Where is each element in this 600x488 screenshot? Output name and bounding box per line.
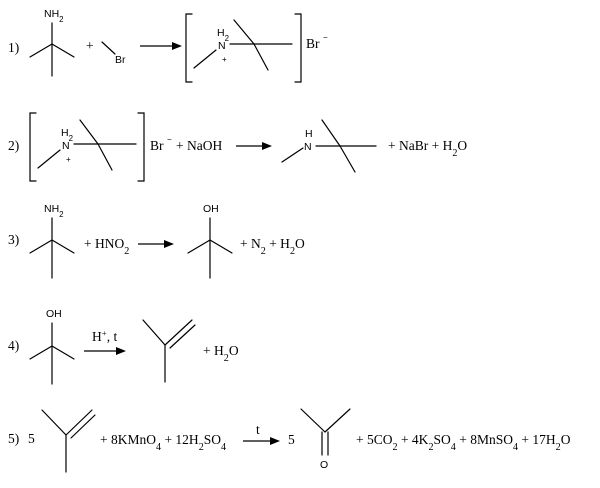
reaction-4: 4) OH H+, t + H2O	[8, 308, 239, 385]
r3-tert-butanol: OH	[187, 203, 233, 279]
reaction-4-number: 4)	[8, 338, 19, 353]
r4-oh-label: OH	[46, 308, 62, 320]
r5-byproducts: + 5CO2 + 4K2SO4 + 8MnSO4 + 17H2O	[356, 432, 571, 453]
r2-product-h: H	[305, 128, 313, 140]
reaction-1-number: 1)	[8, 40, 19, 55]
r2-naoh: + NaOH	[176, 138, 222, 153]
r1-plus: +	[86, 38, 94, 53]
reaction-2-number: 2)	[8, 138, 19, 153]
r2-byproducts: + NaBr + H2O	[388, 138, 467, 159]
reaction-3-number: 3)	[8, 232, 19, 247]
r4-arrow	[84, 347, 126, 355]
r3-byproducts: + N2 + H2O	[240, 236, 305, 257]
r1-methyl-bromide: Br	[101, 41, 126, 66]
reaction-5: 5) 5 + 8KMnO4 + 12H2SO4 t 5 O + 5CO2 + 4…	[8, 408, 571, 473]
r3-nh2-label: NH2	[44, 203, 64, 219]
r5-arrow	[243, 437, 280, 445]
r1-plus-charge: +	[222, 55, 227, 64]
reaction-5-number: 5)	[8, 431, 19, 446]
r2-secondary-amine: N H	[281, 119, 377, 173]
r3-hno2: + HNO2	[84, 236, 129, 257]
r2-bromide-charge: −	[167, 135, 172, 144]
r1-arrow	[140, 42, 182, 50]
r2-product-n: N	[304, 141, 312, 153]
r1-tert-butylamine: NH2	[29, 8, 75, 77]
r1-n-label: N	[218, 40, 226, 52]
r3-oh-label: OH	[203, 203, 219, 215]
r1-nh2-label: NH2	[44, 8, 64, 24]
r5-o-label: O	[320, 459, 328, 471]
r1-ammonium-product: N H2 + Br −	[185, 13, 328, 83]
r2-bromide-ion: Br	[150, 138, 164, 153]
r1-br-label: Br	[115, 54, 126, 66]
r5-product-coefficient: 5	[288, 432, 295, 447]
r5-reagents: + 8KMnO4 + 12H2SO4	[100, 432, 226, 453]
r1-bromide-ion: Br	[306, 36, 320, 51]
r1-bromide-charge: −	[323, 33, 328, 42]
reaction-1: 1) NH2 + Br N H2	[8, 8, 328, 83]
r4-byproducts: + H2O	[203, 343, 239, 364]
r5-condition: t	[256, 422, 260, 437]
r5-isobutylene	[41, 409, 96, 473]
r3-arrow	[138, 240, 174, 248]
r4-condition: H+, t	[92, 328, 117, 344]
r5-acetone: O	[300, 408, 351, 471]
r4-isobutylene	[142, 319, 196, 383]
reaction-2: 2) N H2 + Br − + NaOH N H	[8, 112, 467, 182]
r2-arrow	[236, 142, 272, 150]
r1-h2-label: H2	[217, 27, 229, 43]
r3-tert-butylamine: NH2	[29, 203, 75, 279]
r2-plus-charge: +	[66, 155, 71, 164]
r2-h2-label: H2	[61, 127, 73, 143]
r4-tert-butanol: OH	[29, 308, 75, 385]
r2-ammonium-reactant: N H2 + Br −	[29, 112, 172, 182]
reaction-3: 3) NH2 + HNO2 OH + N2 + H2O	[8, 203, 305, 279]
r2-n-label: N	[62, 140, 70, 152]
r5-coefficient: 5	[28, 431, 35, 446]
